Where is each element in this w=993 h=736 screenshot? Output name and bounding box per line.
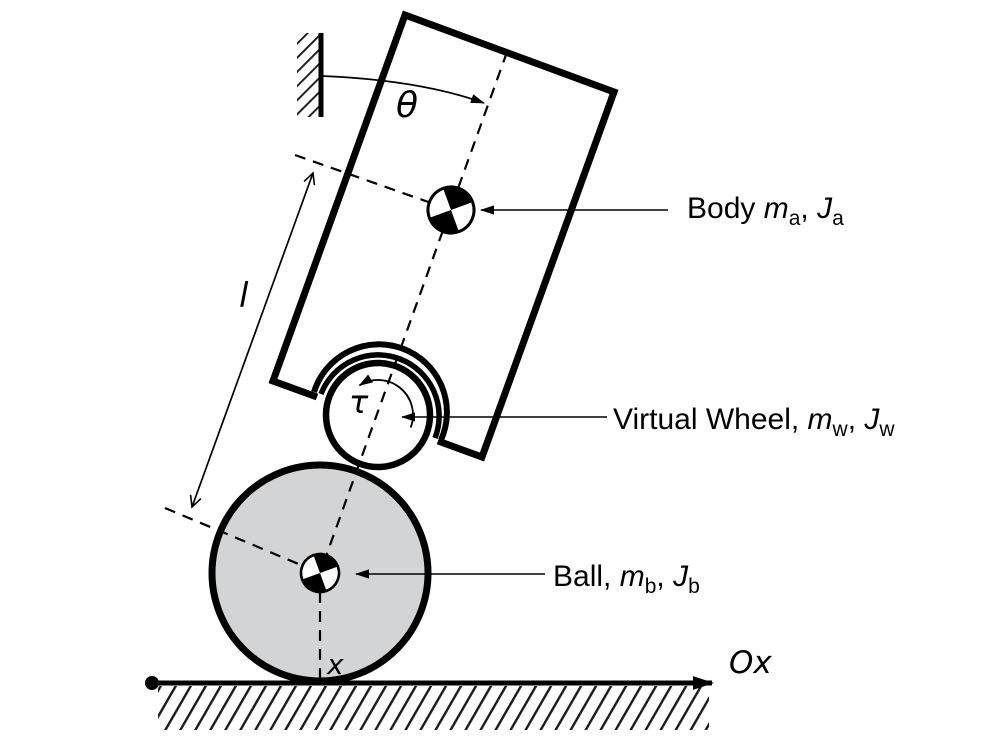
ground-hatch — [158, 686, 709, 730]
wall-hatch — [297, 33, 319, 117]
wheel-housing-inner-arc — [318, 352, 442, 439]
virtual-wheel-circle — [322, 359, 434, 471]
length-dimension-arrow — [189, 171, 316, 509]
virtual-wheel-label: Virtual Wheel, mw, Jw — [613, 403, 895, 441]
x-label: x — [326, 648, 344, 681]
body-label: Body ma, Ja — [687, 192, 844, 230]
body-com-symbol — [426, 185, 476, 235]
origin-axis-label: Ox — [729, 645, 772, 681]
length-label: l — [239, 276, 249, 316]
wheel-housing-outer-arc — [311, 341, 450, 442]
ground-origin-dot — [145, 676, 159, 690]
ball-label: Ball, mb, Jb — [553, 560, 700, 598]
tau-label: τ — [349, 383, 369, 421]
length-perp-bottom-dashed-line — [164, 506, 321, 575]
ball-com-symbol — [299, 552, 341, 594]
theta-label: θ — [396, 85, 418, 126]
body-axis-dashed-line — [318, 51, 509, 574]
length-perp-top-dashed-line — [294, 153, 452, 212]
theta-arc-arrow — [321, 75, 485, 104]
